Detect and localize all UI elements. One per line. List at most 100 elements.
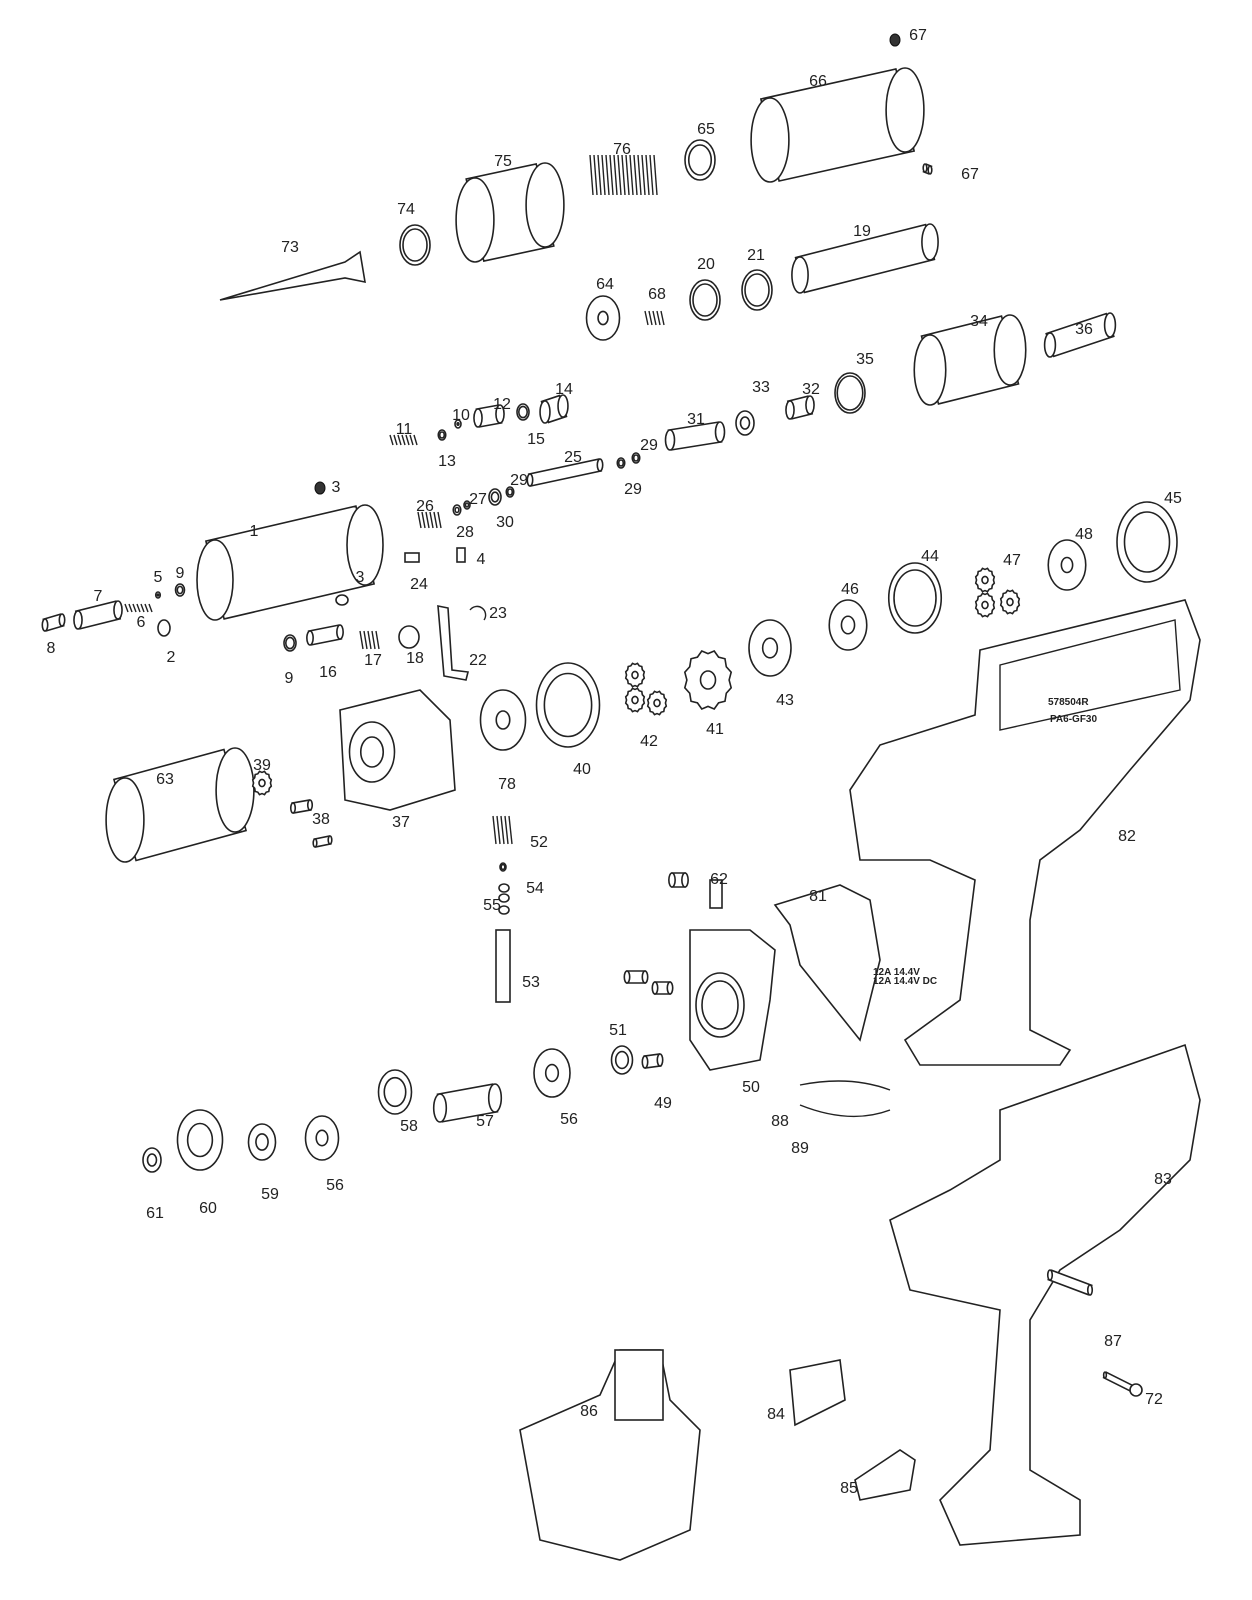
part-label-56: 56: [326, 1177, 344, 1194]
bearing-59-hole: [255, 1133, 269, 1151]
spring-17: [363, 630, 368, 650]
spring-6: [144, 603, 149, 613]
washer-64-hole: [597, 310, 609, 326]
screw-62-end: [681, 872, 689, 888]
part-label-4: 4: [477, 551, 486, 568]
housing-material: PA6-GF30: [1050, 714, 1097, 725]
spring-11: [409, 434, 414, 446]
part-label-10: 10: [452, 407, 470, 424]
part-label-7: 7: [94, 588, 103, 605]
screw-49a-face: [623, 970, 631, 984]
nose-housing-66-end: [885, 67, 925, 153]
bushing-7-face: [73, 610, 83, 630]
spring-76: [589, 154, 594, 196]
set-screw-icon: [889, 33, 901, 47]
ball-5-hole: [156, 593, 160, 597]
spring-17: [371, 630, 376, 650]
spring-76: [629, 154, 634, 196]
screw-head-72: [1129, 1383, 1143, 1397]
fitting-32-end: [805, 395, 815, 415]
screw-38b-face: [312, 838, 318, 848]
part-label-72: 72: [1145, 1391, 1163, 1408]
part-label-28: 28: [456, 524, 474, 541]
spring-76: [617, 154, 622, 196]
part-label-83: 83: [1154, 1171, 1172, 1188]
bushing-62: [709, 879, 723, 909]
o-ring-15-hole: [517, 405, 528, 419]
spring-76: [649, 154, 654, 196]
part-label-43: 43: [776, 692, 794, 709]
o-ring-35-hole: [836, 375, 864, 411]
ring-44-hole: [893, 569, 937, 627]
spring-76: [621, 154, 626, 196]
spring-11: [397, 434, 402, 446]
part-label-19: 19: [853, 223, 871, 240]
part-label-89: 89: [791, 1140, 809, 1157]
part-label-66: 66: [809, 73, 827, 90]
part-label-88: 88: [771, 1113, 789, 1130]
screw-49b-face: [651, 981, 659, 995]
o-ring-29b-hole: [632, 454, 640, 462]
spring-76: [633, 154, 638, 196]
spring-52: [496, 815, 501, 845]
carrier-43-hole: [761, 637, 779, 659]
part-label-76: 76: [613, 141, 631, 158]
bushing-33-hole: [739, 416, 751, 430]
part-label-21: 21: [747, 247, 765, 264]
spring-52: [492, 815, 497, 845]
part-label-53: 53: [522, 974, 540, 991]
nut-2: [157, 619, 171, 637]
part-label-48: 48: [1075, 526, 1093, 543]
spring-clip-22: [437, 605, 469, 681]
part-label-23: 23: [489, 605, 507, 622]
spring-6: [132, 603, 137, 613]
retaining-ring-74-hole: [402, 228, 428, 262]
part-label-82: 82: [1118, 828, 1136, 845]
nose-cone-73: [219, 250, 366, 301]
part-label-38: 38: [312, 811, 330, 828]
spindle-57-face: [432, 1093, 448, 1123]
part-label-18: 18: [406, 650, 424, 667]
part-label-78: 78: [498, 776, 516, 793]
housing-half-83: [889, 1043, 1201, 1546]
screw-62-face: [668, 872, 676, 888]
part-label-22: 22: [469, 652, 487, 669]
spring-26: [425, 511, 430, 529]
valve-stem-25-end: [596, 458, 604, 472]
ball-10-hole: [456, 421, 460, 426]
screw-38a-face: [289, 802, 297, 814]
fitting-12-end: [495, 404, 505, 424]
spring-76: [605, 154, 610, 196]
part-label-13: 13: [438, 453, 456, 470]
part-label-3: 3: [332, 479, 341, 496]
screw-8-end: [58, 613, 66, 627]
part-label-54: 54: [526, 880, 544, 897]
spring-17: [375, 630, 380, 650]
spring-11: [393, 434, 398, 446]
part-label-64: 64: [596, 276, 614, 293]
part-label-42: 42: [640, 733, 658, 750]
spring-68: [660, 310, 665, 326]
part-label-37: 37: [392, 814, 410, 831]
spring-11: [389, 434, 394, 446]
spring-52: [508, 815, 513, 845]
spring-11: [413, 434, 418, 446]
wire-89: [799, 1104, 891, 1118]
carrier-46-hole: [840, 615, 856, 635]
wire-88: [799, 1080, 891, 1091]
part-label-30: 30: [496, 514, 514, 531]
cylinder-1-face: [196, 539, 234, 621]
terminal-cover-85: [854, 1449, 916, 1501]
part-label-33: 33: [752, 379, 770, 396]
needle-bearing-51-hole: [614, 1050, 630, 1070]
screw-49c-end: [656, 1053, 664, 1067]
part-label-47: 47: [1003, 552, 1021, 569]
part-label-36: 36: [1075, 321, 1093, 338]
screw-8-face: [41, 618, 49, 632]
part-label-57: 57: [476, 1113, 494, 1130]
planet-gear-47a-hub: [981, 575, 989, 585]
spring-17: [359, 630, 364, 650]
washer-55c: [498, 905, 510, 915]
part-label-35: 35: [856, 351, 874, 368]
part-label-81: 81: [809, 888, 827, 905]
